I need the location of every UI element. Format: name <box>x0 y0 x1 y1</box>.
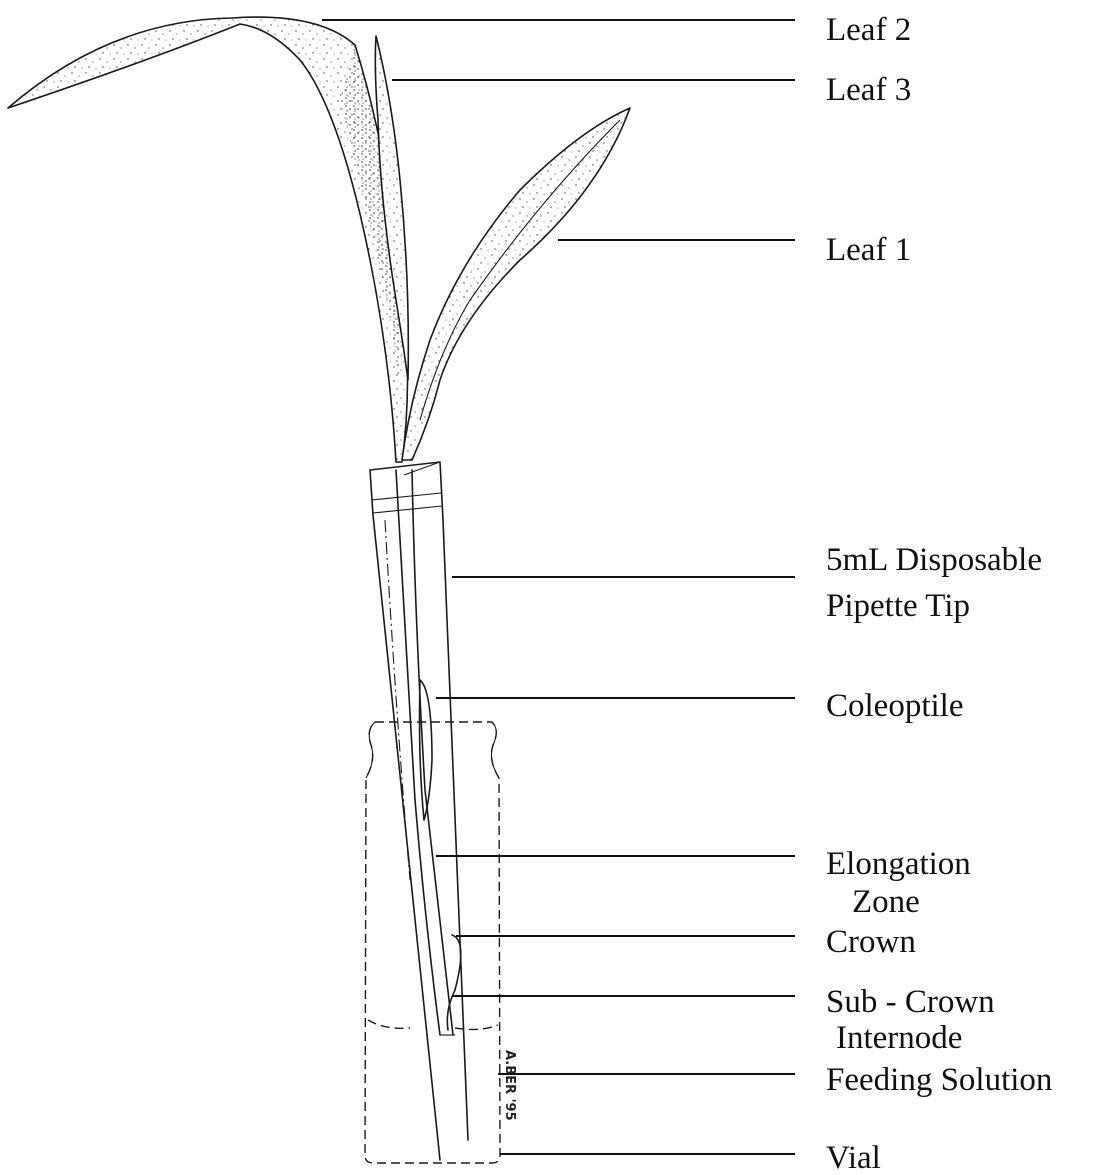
leaf-1 <box>402 108 630 460</box>
stem <box>385 470 461 1035</box>
artist-signature: A.BER '95 <box>502 1050 517 1121</box>
label-pipette-tip-line1: 5mL Disposable <box>826 542 1042 578</box>
label-crown: Crown <box>826 924 916 960</box>
label-leaf-2: Leaf 2 <box>826 12 911 48</box>
label-elongation-zone-line2: Zone <box>852 884 920 920</box>
label-feeding-solution: Feeding Solution <box>826 1062 1052 1098</box>
label-sub-crown-line1: Sub - Crown <box>826 984 995 1020</box>
label-leaf-3: Leaf 3 <box>826 72 911 108</box>
label-pipette-tip-line2: Pipette Tip <box>826 588 970 624</box>
label-coleoptile: Coleoptile <box>826 688 963 724</box>
label-elongation-zone-line1: Elongation <box>826 846 971 882</box>
crown <box>447 935 461 1030</box>
labels: Leaf 2 Leaf 3 Leaf 1 5mL Disposable Pipe… <box>826 12 1052 1175</box>
label-leaf-1: Leaf 1 <box>826 232 911 268</box>
label-vial: Vial <box>826 1140 881 1175</box>
vial <box>365 722 500 1163</box>
label-sub-crown-line2: Internode <box>836 1020 962 1056</box>
pipette-tip <box>370 462 468 1160</box>
